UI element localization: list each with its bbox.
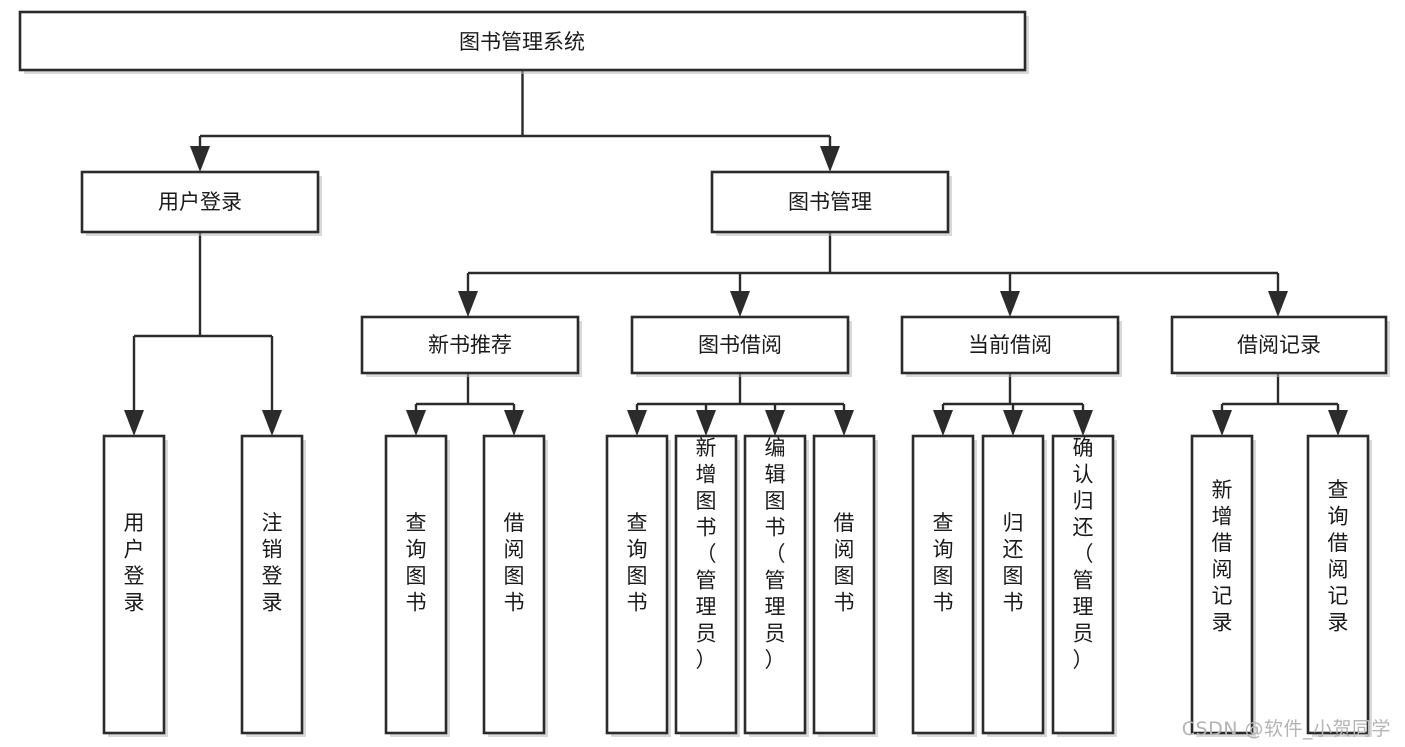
node-book-manage[interactable]: 图书管理 xyxy=(710,170,952,236)
node-leaf-query-record[interactable]: 查询借阅记录 xyxy=(1306,434,1372,737)
node-leaf-query-book-2[interactable]: 查询图书 xyxy=(605,434,671,737)
arrow-head-borrow-record xyxy=(1268,291,1288,317)
node-user-login[interactable]: 用户登录 xyxy=(80,170,322,236)
connector-layer xyxy=(124,70,1348,436)
arrow-head-leaf-confirm-return xyxy=(1073,410,1093,436)
leaf-add-book-box[interactable] xyxy=(674,434,738,735)
leaf-query-book-3-box[interactable] xyxy=(911,434,975,735)
node-leaf-add-book[interactable]: 新增图书（管理员） xyxy=(674,434,740,737)
node-leaf-add-record[interactable]: 新增借阅记录 xyxy=(1190,434,1256,737)
leaf-edit-book-label: 编辑图书（管理员） xyxy=(765,436,786,672)
leaf-borrow-book-1-label: 借阅图书 xyxy=(504,511,525,615)
leaf-borrow-book-2-label: 借阅图书 xyxy=(834,511,855,615)
leaf-nodes-layer: 用户登录 注销登录 查询图书 借阅图书 查询图书 xyxy=(102,434,1372,737)
borrow-record-box[interactable] xyxy=(1170,315,1388,375)
arrow-head-leaf-borrow-book-1 xyxy=(504,410,524,436)
node-leaf-edit-book[interactable]: 编辑图书（管理员） xyxy=(743,434,809,737)
leaf-query-book-1-label: 查询图书 xyxy=(406,511,427,615)
leaf-user-login-box[interactable] xyxy=(102,434,166,735)
leaf-query-book-2-box[interactable] xyxy=(605,434,669,735)
new-book-recommend-box[interactable] xyxy=(360,315,580,375)
leaf-return-book-label: 归还图书 xyxy=(1003,511,1024,615)
leaf-query-book-3-label: 查询图书 xyxy=(933,511,954,615)
node-leaf-query-book-3[interactable]: 查询图书 xyxy=(911,434,977,737)
arrow-head-leaf-query-book-1 xyxy=(406,410,426,436)
leaf-confirm-return-label: 确认归还（管理员） xyxy=(1073,436,1094,672)
node-leaf-borrow-book-2[interactable]: 借阅图书 xyxy=(812,434,878,737)
borrow-record-label: 借阅记录 xyxy=(1237,333,1321,357)
arrow-head-current-borrow xyxy=(1000,291,1020,317)
leaf-confirm-return-box[interactable] xyxy=(1051,434,1115,735)
leaf-user-login-label: 用户登录 xyxy=(124,511,145,615)
book-manage-label: 图书管理 xyxy=(788,190,872,214)
csdn-watermark: CSDN @软件_小贺同学 xyxy=(1181,718,1391,740)
arrow-head-leaf-borrow-book-2 xyxy=(834,410,854,436)
book-manage-box[interactable] xyxy=(710,170,950,234)
leaf-edit-book-box[interactable] xyxy=(743,434,807,735)
node-leaf-borrow-book-1[interactable]: 借阅图书 xyxy=(482,434,548,737)
arrow-head-leaf-logout xyxy=(262,410,282,436)
leaf-query-book-1-box[interactable] xyxy=(384,434,448,735)
book-borrow-box[interactable] xyxy=(630,315,850,375)
root-box[interactable] xyxy=(18,10,1027,72)
node-leaf-logout[interactable]: 注销登录 xyxy=(240,434,306,737)
leaf-add-record-box[interactable] xyxy=(1190,434,1254,735)
book-borrow-label: 图书借阅 xyxy=(698,333,782,357)
root-label: 图书管理系统 xyxy=(459,30,585,54)
leaf-add-record-label: 新增借阅记录 xyxy=(1212,478,1233,635)
leaf-borrow-book-2-box[interactable] xyxy=(812,434,876,735)
arrow-head-leaf-add-record xyxy=(1212,410,1232,436)
arrow-head-leaf-query-book-3 xyxy=(933,410,953,436)
node-leaf-query-book-1[interactable]: 查询图书 xyxy=(384,434,450,737)
leaf-logout-label: 注销登录 xyxy=(262,511,283,615)
leaf-query-record-box[interactable] xyxy=(1306,434,1370,735)
arrow-head-leaf-user-login xyxy=(124,410,144,436)
arrow-head-user-login xyxy=(190,146,210,172)
current-borrow-label: 当前借阅 xyxy=(968,333,1052,357)
node-borrow-record[interactable]: 借阅记录 xyxy=(1170,315,1390,377)
node-leaf-return-book[interactable]: 归还图书 xyxy=(981,434,1047,737)
arrow-head-leaf-query-record xyxy=(1328,410,1348,436)
arrow-head-book-manage xyxy=(820,146,840,172)
new-book-recommend-label: 新书推荐 xyxy=(428,333,512,357)
node-leaf-user-login[interactable]: 用户登录 xyxy=(102,434,168,737)
node-root[interactable]: 图书管理系统 xyxy=(18,10,1029,74)
node-leaf-confirm-return[interactable]: 确认归还（管理员） xyxy=(1051,434,1117,737)
leaf-return-book-box[interactable] xyxy=(981,434,1045,735)
arrow-head-new-book-recommend xyxy=(458,291,478,317)
leaf-logout-box[interactable] xyxy=(240,434,304,735)
leaf-borrow-book-1-box[interactable] xyxy=(482,434,546,735)
user-login-label: 用户登录 xyxy=(158,190,242,214)
arrow-head-leaf-query-book-2 xyxy=(627,410,647,436)
node-current-borrow[interactable]: 当前借阅 xyxy=(900,315,1122,377)
leaf-query-record-label: 查询借阅记录 xyxy=(1328,478,1349,635)
leaf-query-book-2-label: 查询图书 xyxy=(627,511,648,615)
node-book-borrow[interactable]: 图书借阅 xyxy=(630,315,852,377)
user-login-box[interactable] xyxy=(80,170,320,234)
arrow-head-leaf-return-book xyxy=(1003,410,1023,436)
arrow-head-book-borrow xyxy=(730,291,750,317)
leaf-add-book-label: 新增图书（管理员） xyxy=(696,436,717,672)
node-new-book-recommend[interactable]: 新书推荐 xyxy=(360,315,582,377)
arrow-head-leaf-edit-book xyxy=(765,410,785,436)
current-borrow-box[interactable] xyxy=(900,315,1120,375)
arrow-head-leaf-add-book xyxy=(696,410,716,436)
